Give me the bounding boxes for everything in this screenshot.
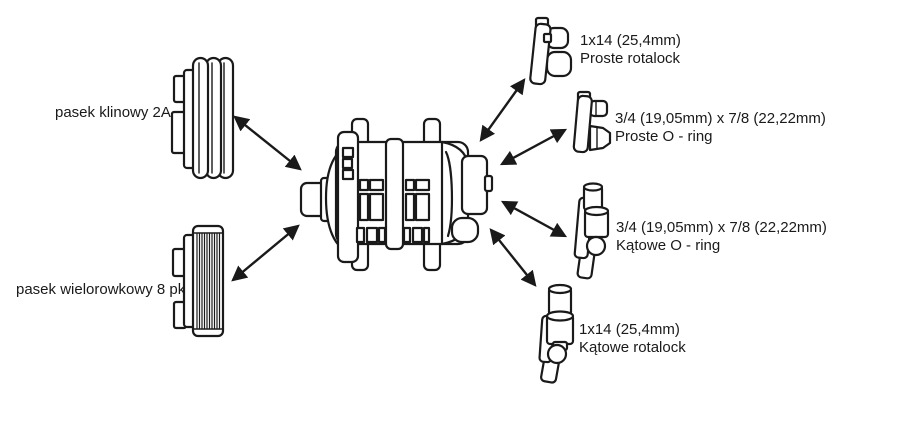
fitting-straight-oring-illustration xyxy=(572,90,612,154)
fitting-type: Kątowe O - ring xyxy=(616,237,721,254)
straight-rotalock-label: 1x14 (25,4mm) Proste rotalock xyxy=(580,32,681,68)
v-belt-pulley-label: pasek klinowy 2A xyxy=(55,104,171,121)
fitting-angled-rotalock-illustration xyxy=(538,283,575,384)
straight-oring-label: 3/4 (19,05mm) x 7/8 (22,22mm) Proste O -… xyxy=(615,110,826,146)
compressor-illustration xyxy=(299,117,494,272)
v-belt-pulley-illustration xyxy=(170,56,235,180)
connection-arrows xyxy=(231,78,568,287)
double-arrow-v-belt-pulley xyxy=(233,115,302,171)
double-arrow-straight-rotalock xyxy=(479,78,526,142)
double-arrow-angled-oring xyxy=(500,200,568,238)
poly-v-pulley-illustration xyxy=(171,224,225,338)
fitting-angled-oring-illustration xyxy=(573,182,610,280)
fitting-straight-rotalock-illustration xyxy=(529,16,573,86)
fitting-size: 3/4 (19,05mm) x 7/8 (22,22mm) xyxy=(615,110,826,127)
angled-rotalock-label: 1x14 (25,4mm) Kątowe rotalock xyxy=(579,321,686,357)
double-arrow-angled-rotalock xyxy=(489,228,537,287)
double-arrow-straight-oring xyxy=(499,128,568,166)
fitting-size: 1x14 (25,4mm) xyxy=(580,32,681,49)
fitting-size: 1x14 (25,4mm) xyxy=(579,321,680,338)
fitting-type: Proste rotalock xyxy=(580,50,681,67)
fitting-type: Proste O - ring xyxy=(615,128,713,145)
poly-v-pulley-label: pasek wielorowkowy 8 pk xyxy=(16,281,186,298)
double-arrow-poly-v-pulley xyxy=(231,224,300,282)
angled-oring-label: 3/4 (19,05mm) x 7/8 (22,22mm) Kątowe O -… xyxy=(616,219,827,255)
fitting-type: Kątowe rotalock xyxy=(579,339,686,356)
fitting-size: 3/4 (19,05mm) x 7/8 (22,22mm) xyxy=(616,219,827,236)
